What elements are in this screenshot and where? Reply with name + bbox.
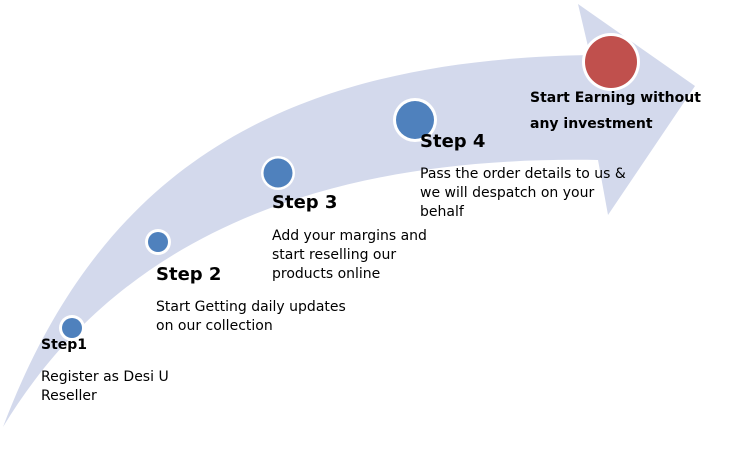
step-3-dot	[261, 156, 295, 190]
curved-process-arrow	[3, 4, 695, 427]
step-2-title: Step 2	[156, 264, 222, 285]
step-4-title: Step 4	[420, 131, 486, 152]
final-goal-dot	[582, 33, 640, 91]
step-3-description: Add your margins and start reselling our…	[272, 228, 427, 282]
step-4-dot	[393, 98, 437, 142]
step-4-description: Pass the order details to us & we will d…	[420, 166, 626, 220]
step-1-dot	[59, 315, 85, 341]
step-1-title: Step1	[41, 337, 88, 353]
step-1-description: Register as Desi U Reseller	[41, 369, 169, 404]
final-goal-description: Start Earning without any investment	[530, 90, 701, 132]
step-3-title: Step 3	[272, 192, 338, 213]
step-2-dot	[145, 229, 171, 255]
step-2-description: Start Getting daily updates on our colle…	[156, 299, 346, 334]
